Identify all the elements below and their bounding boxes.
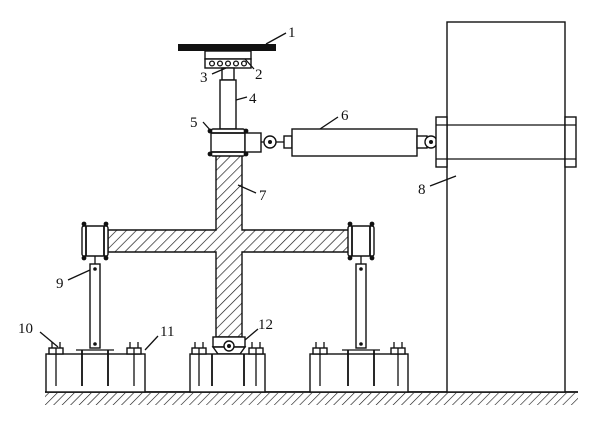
callout-12: 12 xyxy=(258,317,273,333)
bearing-rollers xyxy=(204,58,252,69)
callout-10: 10 xyxy=(18,321,33,337)
ground xyxy=(45,391,578,405)
callout-4: 4 xyxy=(249,91,257,107)
beam-clamp-right xyxy=(347,221,375,261)
cross-specimen xyxy=(107,154,351,338)
loading-plate xyxy=(178,44,276,51)
callout-6: 6 xyxy=(341,108,349,124)
callout-2: 2 xyxy=(255,67,263,83)
link-right xyxy=(355,256,367,349)
callout-3: 3 xyxy=(200,70,208,86)
foundation-center xyxy=(189,342,266,393)
callout-5: 5 xyxy=(190,115,198,131)
bearing-top xyxy=(204,50,252,60)
callout-8: 8 xyxy=(418,182,426,198)
foundation-left xyxy=(45,342,146,393)
beam-clamp-left xyxy=(81,221,109,261)
vertical-load-assembly xyxy=(178,44,276,130)
leader-lines xyxy=(39,32,457,351)
bearing-stem xyxy=(221,67,235,81)
callout-labels: 1 2 3 4 5 6 7 8 9 10 11 12 xyxy=(18,25,426,340)
callout-11: 11 xyxy=(160,324,174,340)
horizontal-actuator xyxy=(261,128,447,157)
foundation-right xyxy=(309,342,409,393)
column-clamp xyxy=(207,128,262,157)
reaction-wall xyxy=(446,21,566,393)
callout-7: 7 xyxy=(259,188,267,204)
vertical-actuator xyxy=(219,79,237,130)
wall-anchor xyxy=(435,116,577,168)
column-base-pin xyxy=(211,336,247,355)
callout-1: 1 xyxy=(288,25,296,41)
callout-9: 9 xyxy=(56,276,64,292)
link-left xyxy=(89,256,101,349)
